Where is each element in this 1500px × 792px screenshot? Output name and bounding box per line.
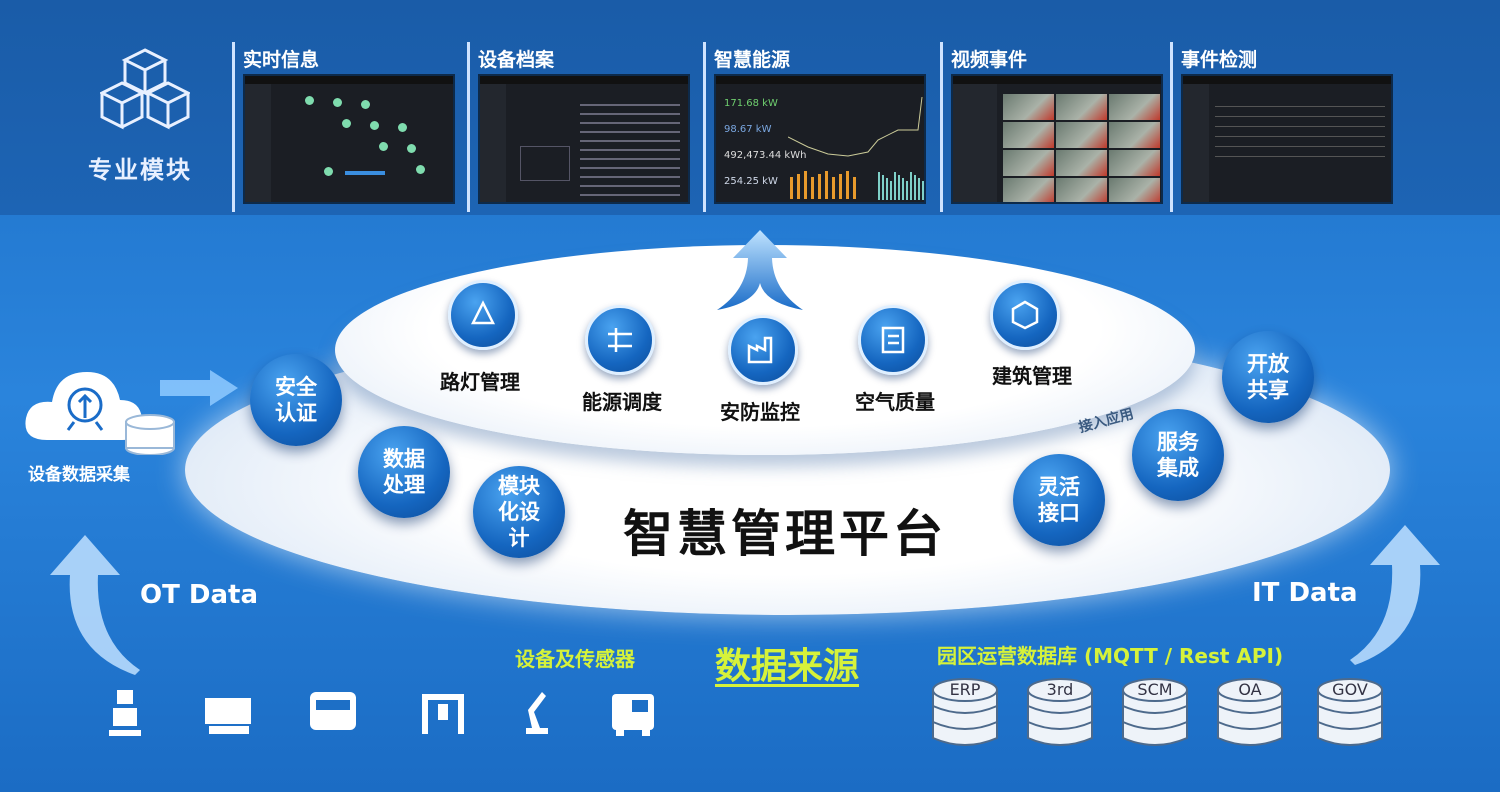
app-label: 建筑管理 (992, 364, 1072, 388)
module-screenshot (243, 74, 455, 204)
feature-ball[interactable]: 模块化设计 (473, 466, 565, 558)
up-arrow-icon (717, 230, 803, 310)
modules-label: 专业模块 (88, 156, 192, 184)
database-label: GOV (1332, 680, 1368, 699)
network-cube-icon[interactable] (990, 280, 1060, 350)
collect-label: 设备数据采集 (28, 465, 130, 485)
cnc-machine-icon (205, 698, 251, 734)
feature-ball[interactable]: 开放共享 (1222, 331, 1314, 423)
database-icon: SCM (1121, 676, 1189, 750)
module-panel[interactable]: 视频事件 (940, 42, 1172, 212)
app-label: 安防监控 (720, 400, 800, 424)
sources-title: 数据来源 (715, 646, 860, 687)
document-icon[interactable] (858, 305, 928, 375)
module-panel[interactable]: 事件检测 (1170, 42, 1402, 212)
feature-label: 数据处理 (383, 447, 425, 497)
it-data-label: IT Data (1252, 578, 1358, 608)
module-screenshot (1181, 74, 1393, 204)
module-title: 设备档案 (478, 49, 555, 71)
energy-value: 171.68 kW (724, 98, 778, 109)
feature-ball[interactable]: 安全认证 (250, 354, 342, 446)
cubes-icon (100, 48, 190, 130)
app-label: 能源调度 (582, 390, 662, 414)
control-machine-icon (612, 694, 654, 736)
database-label: OA (1238, 680, 1262, 699)
feature-label: 开放共享 (1247, 352, 1289, 402)
database-icon: OA (1216, 676, 1284, 750)
module-panel[interactable]: 设备档案 (467, 42, 699, 212)
feature-label: 安全认证 (275, 375, 317, 425)
database-icon: GOV (1316, 676, 1384, 750)
feature-label: 模块化设计 (498, 474, 540, 550)
module-title: 视频事件 (951, 49, 1028, 71)
factory-icon[interactable] (728, 315, 798, 385)
database-label: SCM (1137, 680, 1173, 699)
feature-ball[interactable]: 数据处理 (358, 426, 450, 518)
feature-label: 灵活接口 (1038, 475, 1080, 525)
platform-title: 智慧管理平台 (623, 505, 947, 563)
module-title: 实时信息 (243, 49, 320, 71)
devices-label: 设备及传感器 (515, 647, 635, 671)
module-screenshot: 171.68 kW 98.67 kW 492,473.44 kWh 254.25 kW (714, 74, 926, 204)
module-screenshot (478, 74, 690, 204)
app-label: 路灯管理 (440, 370, 520, 394)
feature-ball[interactable]: 服务集成 (1132, 409, 1224, 501)
it-curved-arrow-icon (1350, 525, 1440, 665)
module-panel[interactable]: 智慧能源 171.68 kW 98.67 kW 492,473.44 kWh 254.… (703, 42, 935, 212)
robot-arm-icon (526, 692, 548, 734)
feature-label: 服务集成 (1157, 430, 1199, 480)
database-icon: ERP (931, 676, 999, 750)
energy-value: 254.25 kW (724, 176, 778, 187)
database-label: 园区运营数据库 (MQTT / Rest API) (937, 644, 1284, 668)
database-label: ERP (949, 680, 981, 699)
module-screenshot (951, 74, 1163, 204)
gantry-icon (422, 694, 464, 734)
database-label: 3rd (1046, 680, 1074, 699)
feature-ball[interactable]: 灵活接口 (1013, 454, 1105, 546)
database-icon: 3rd (1026, 676, 1094, 750)
robot-icon (109, 690, 141, 736)
module-panel[interactable]: 实时信息 (232, 42, 464, 212)
energy-icon[interactable] (585, 305, 655, 375)
module-title: 事件检测 (1181, 49, 1258, 71)
ot-data-label: OT Data (140, 580, 258, 610)
energy-value: 98.67 kW (724, 124, 772, 135)
streetlight-icon[interactable] (448, 280, 518, 350)
printer-machine-icon (310, 692, 356, 730)
app-label: 空气质量 (855, 390, 935, 414)
energy-value: 492,473.44 kWh (724, 150, 807, 161)
cloud-database-icon (25, 372, 175, 455)
module-title: 智慧能源 (714, 49, 791, 71)
right-arrow-icon (160, 370, 238, 406)
ot-curved-arrow-icon (50, 535, 140, 675)
